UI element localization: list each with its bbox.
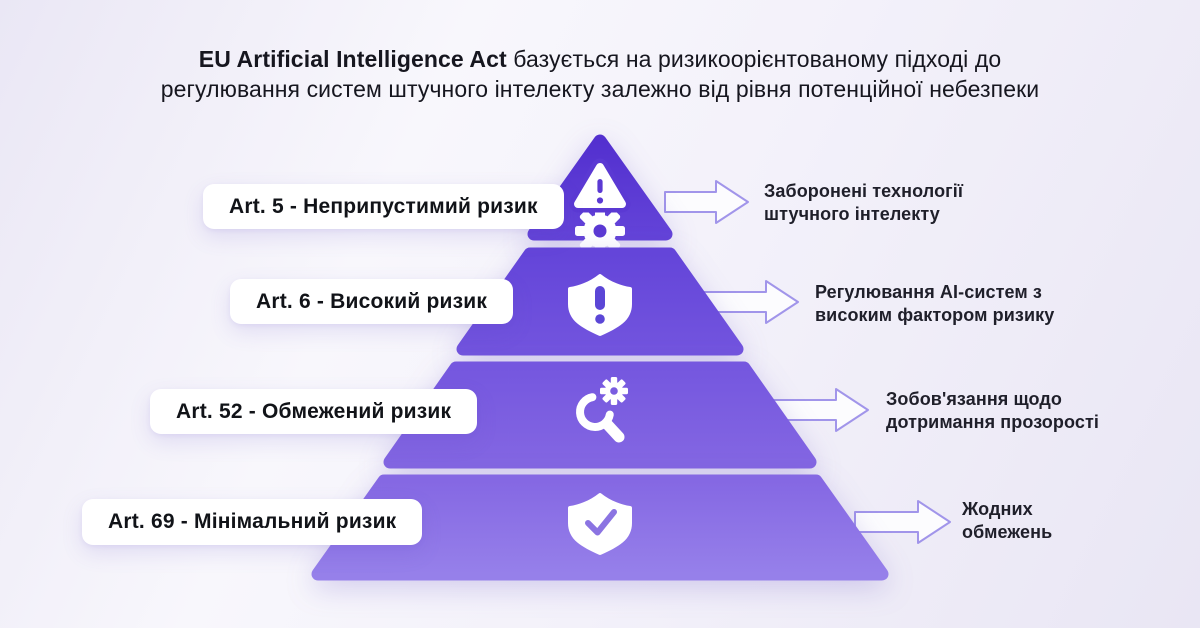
- search-gear-icon: [576, 377, 628, 443]
- title-line1-rest: базується на ризикоорієнтованому підході…: [506, 46, 1002, 72]
- arrow-icon-tier4: [854, 500, 951, 544]
- tier3-article-label: Art. 52 - Обмежений ризик: [150, 389, 478, 434]
- shield-check-icon: [568, 493, 632, 555]
- tier1-description: Заборонені технології штучного інтелекту: [764, 181, 964, 225]
- arrow-icon-tier1: [664, 180, 749, 224]
- title-bold-segment: EU Artificial Intelligence Act: [198, 46, 507, 72]
- gear-part: [600, 377, 628, 405]
- tier2-description: Регулювання AI-систем з високим фактором…: [815, 282, 1055, 326]
- shield-exclamation-icon: [568, 274, 632, 336]
- arrow-group: [664, 180, 951, 544]
- title-line2: регулювання систем штучного інтелекту за…: [160, 76, 1040, 103]
- tier4-description: Жодних обмежень: [962, 499, 1053, 543]
- warning-gear-icon: [569, 158, 631, 256]
- tier2-article-label: Art. 6 - Високий ризик: [230, 279, 514, 324]
- tier4-article-label: Art. 69 - Мінімальний ризик: [82, 499, 423, 545]
- tier1-article-label: Art. 5 - Неприпустимий ризик: [203, 184, 564, 229]
- tier3-description: Зобов'язання щодо дотримання прозорості: [886, 389, 1099, 433]
- page-title: EU Artificial Intelligence Act базується…: [0, 44, 1200, 105]
